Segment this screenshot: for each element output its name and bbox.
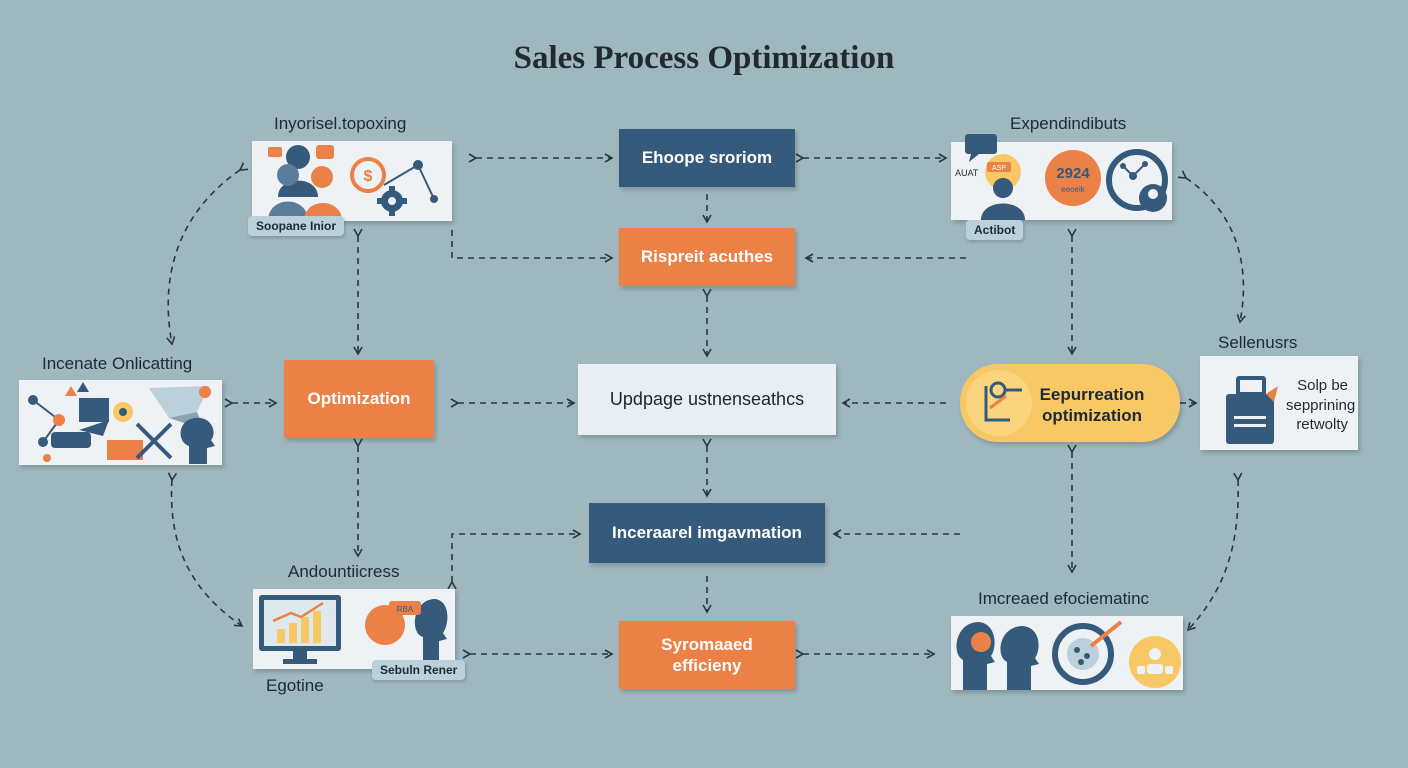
svg-text:$: $ xyxy=(364,168,373,185)
box-top-center[interactable]: Ehoope sroriom xyxy=(619,129,795,187)
tag-top-left: Soopane Inior xyxy=(248,216,345,236)
sidecard-line-1: Solp be xyxy=(1297,377,1348,394)
pill-text: Eepurreation optimization xyxy=(1039,385,1145,426)
box-efficiency-text: Syromaaed efficieny xyxy=(661,634,753,675)
pill-optimization[interactable]: Eepurreation optimization xyxy=(960,364,1180,442)
sidecard-line-3: retwolty xyxy=(1296,416,1348,433)
card-top-right: ASP AUAT 2924 eeoeik xyxy=(951,142,1172,220)
label-bottom-left: Andountiicress xyxy=(288,562,400,581)
bubble-text: ASP xyxy=(992,165,1006,172)
sidecard-text: Solp be sepprining retwolty xyxy=(1286,376,1356,435)
sidecard-line-2: sepprining xyxy=(1286,396,1356,414)
label-bottom-right: Imcreaed efociematinc xyxy=(978,589,1150,608)
gear-icon xyxy=(377,186,407,216)
head-profile-icon xyxy=(956,622,1039,690)
box-efficiency[interactable]: Syromaaed efficieny xyxy=(619,621,795,689)
person-network-icon xyxy=(1106,149,1168,212)
label-top-left: Inyorisel.topoxing xyxy=(274,114,407,133)
lightbulb-icon: ASP xyxy=(981,154,1025,220)
card-mid-right: Solp be sepprining retwolty xyxy=(1200,356,1358,450)
network-icon: $ xyxy=(350,157,438,203)
monitor-chart-icon xyxy=(259,595,341,664)
page-title: Sales Process Optimization xyxy=(513,40,895,76)
box-optimization[interactable]: Optimization xyxy=(284,360,434,438)
people-icon xyxy=(268,145,342,221)
box-improvement[interactable]: Inceraarel imgavmation xyxy=(589,503,825,563)
head-profile-icon xyxy=(180,417,215,464)
card-bottom-right xyxy=(951,616,1183,690)
target-icon xyxy=(966,370,1032,436)
document-icon xyxy=(1226,376,1278,444)
card-top-left: $ xyxy=(252,141,452,221)
speech-bubble-icon xyxy=(965,134,997,162)
small-label: AUAT xyxy=(955,168,979,178)
card-mid-left xyxy=(19,380,222,465)
card-bottom-left: RBA xyxy=(253,589,455,669)
tag-bottom-left: Sebuln Rener xyxy=(372,660,466,680)
label-top-right: Expendindibuts xyxy=(1010,114,1127,133)
year-label: 2924 xyxy=(1056,165,1090,182)
label-mid-left: Incenate Onlicatting xyxy=(42,354,193,373)
year-sublabel: eeoeik xyxy=(1061,185,1086,194)
label-mid-right: Sellenusrs xyxy=(1218,333,1298,352)
network-icon xyxy=(28,395,65,462)
head-profile-icon: RBA xyxy=(365,599,448,669)
tag-top-right-bottom: Actibot xyxy=(966,220,1024,240)
robot-icon xyxy=(51,420,109,448)
target-icon xyxy=(1052,620,1123,685)
team-icon xyxy=(1129,636,1181,688)
speech-bubble-text: RBA xyxy=(397,605,414,614)
label-bottom-left-footer: Egotine xyxy=(266,676,324,695)
box-second-center[interactable]: Rispreit acuthes xyxy=(619,228,795,286)
box-center[interactable]: Updpage ustnenseathcs xyxy=(578,364,836,435)
